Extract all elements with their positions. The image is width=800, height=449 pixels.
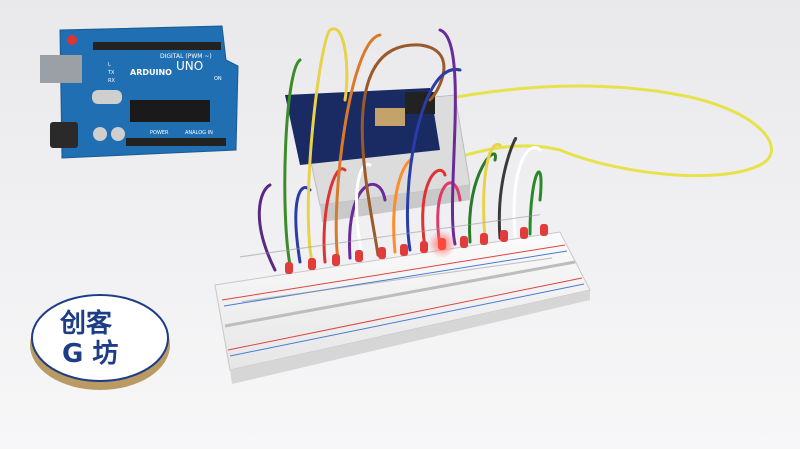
- led: [480, 233, 488, 245]
- led: [520, 227, 528, 239]
- microcontroller-chip: [130, 100, 210, 122]
- power-label: POWER: [150, 130, 169, 136]
- logo-text-bottom: G 坊: [62, 338, 118, 369]
- digital-label: DIGITAL (PWM ~): [160, 53, 212, 60]
- led: [460, 236, 468, 248]
- analog-power-header: [126, 138, 226, 146]
- led: [500, 230, 508, 242]
- led: [308, 258, 316, 270]
- led: [378, 247, 386, 259]
- breadboard: [214, 214, 591, 384]
- model-label: UNO: [176, 59, 203, 73]
- logo-text-top: 创客: [59, 308, 113, 339]
- power-jack: [50, 122, 78, 148]
- analog-label: ANALOG IN: [185, 130, 213, 136]
- on-label: ON: [214, 76, 222, 82]
- arduino-uno-illustration: DIGITAL (PWM ~) ARDUINO UNO L TX RX ON P…: [40, 25, 239, 159]
- usb-port: [40, 55, 82, 83]
- led: [332, 254, 340, 266]
- led-row: [285, 224, 548, 274]
- tx-label: TX: [107, 70, 115, 76]
- l-label: L: [108, 62, 111, 68]
- rx-label: RX: [108, 78, 115, 84]
- led: [400, 244, 408, 256]
- led: [355, 250, 363, 262]
- led: [420, 241, 428, 253]
- led: [540, 224, 548, 236]
- lit-led: [438, 238, 446, 250]
- led: [285, 262, 293, 274]
- digital-header: [93, 42, 221, 50]
- reset-button: [67, 35, 77, 45]
- usb-cable: [439, 84, 773, 178]
- logo-coaster: 创客 G 坊: [30, 294, 170, 390]
- brand-label: ARDUINO: [130, 68, 172, 77]
